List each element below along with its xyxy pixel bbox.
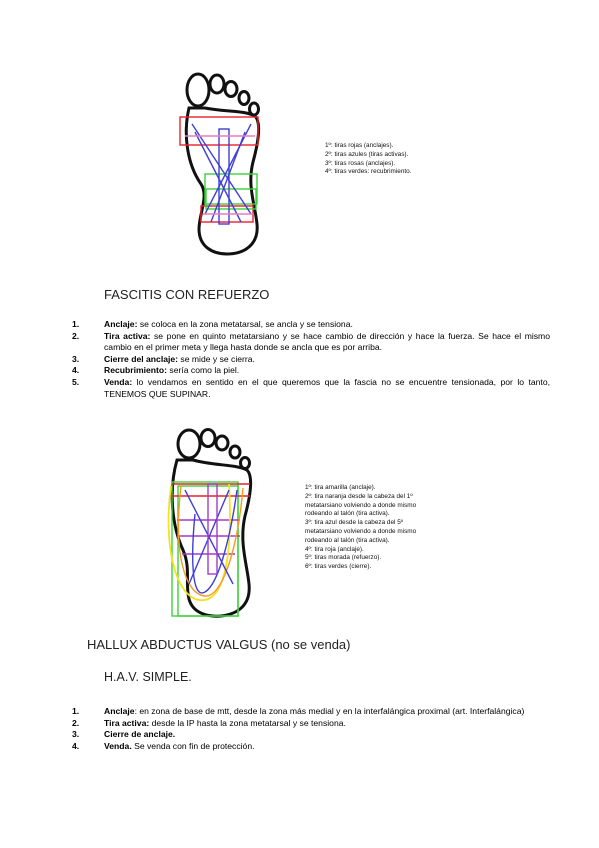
list-item: 1. Anclaje: en zona de base de mtt, desde…	[72, 706, 550, 718]
list-item: 5. Venda: lo vendamos en sentido en el qu…	[72, 376, 550, 400]
list-item: 4. Recubrimiento: sería como la piel.	[72, 365, 550, 377]
legend-line: 4º: tiras verdes: recubrimiento.	[325, 168, 412, 176]
legend-line: 2º: tira naranja desde la cabeza del 1º	[305, 492, 413, 500]
list-term: Anclaje:	[104, 319, 138, 329]
legend-line: 1º: tiras rojas (anclajes).	[325, 142, 394, 149]
hallux-title-note: (no se venda)	[267, 637, 351, 652]
legend-line: 1º: tira amarilla (anclaje).	[305, 484, 376, 491]
list-item: 3. Cierre del anclaje: se mide y se cierr…	[72, 353, 550, 366]
list-number: 3.	[72, 729, 80, 740]
list-term: Tira activa:	[104, 330, 151, 341]
figure-1-legend: 1º: tiras rojas (anclajes). 2º: tiras az…	[325, 142, 412, 177]
foot-diagram-1	[179, 72, 261, 256]
legend-line: 5º: tiras morada (refuerzo).	[305, 554, 382, 562]
list-item: 2. Tira activa: se pone en quinto metatar…	[72, 330, 550, 354]
legend-line: rodeando al talón (tira activa).	[305, 536, 390, 544]
legend-line: metatarsiano volviendo a donde mismo	[305, 527, 417, 535]
legend-line: rodeando al talón (tira activa).	[305, 510, 390, 518]
list-item: 3. Cierre de anclaje.	[72, 729, 550, 741]
list-term: Recubrimiento:	[104, 365, 168, 376]
legend-line: metatarsiano volviendo a donde mismo	[305, 501, 417, 509]
foot-taping-figure-2	[155, 424, 270, 624]
legend-line: 4º: tira roja (anclaje).	[305, 545, 364, 553]
list-number: 1.	[72, 706, 80, 716]
legend-line: 6º: tiras verdes (cierre).	[305, 563, 372, 571]
section-heading-fascitis: FASCITIS CON REFUERZO	[104, 287, 270, 302]
list-number: 1.	[72, 319, 80, 329]
foot-diagram-2	[167, 428, 253, 618]
fascitis-steps-list: 1. Anclaje: se coloca en la zona metatars…	[67, 319, 550, 400]
list-text: se pone en quinto metatarsiano y se hace…	[104, 330, 550, 353]
subsection-heading-hav-simple: H.A.V. SIMPLE.	[104, 670, 192, 684]
list-number: 4.	[72, 365, 80, 376]
foot-taping-figure-1	[165, 64, 275, 264]
list-text: se coloca en la zona metatarsal, se ancl…	[137, 319, 353, 329]
legend-line: 3º: tiras rosas (anclajes).	[325, 159, 396, 167]
list-term: Venda:	[104, 376, 133, 387]
list-number: 4.	[72, 740, 80, 751]
list-term: Venda.	[104, 740, 132, 751]
list-term: Cierre de anclaje.	[104, 729, 176, 740]
list-item: 4. Venda. Se venda con fin de protección.	[72, 740, 550, 753]
list-text: desde la IP hasta la zona metatarsal y s…	[149, 717, 346, 728]
hallux-steps-list: 1. Anclaje: en zona de base de mtt, desde…	[67, 706, 550, 752]
list-text: Se venda con fin de protección.	[131, 740, 255, 751]
list-text: lo vendamos en sentido en el que queremo…	[104, 376, 550, 399]
figure-2-legend: 1º: tira amarilla (anclaje). 2º: tira na…	[305, 484, 416, 572]
list-item: 1. Anclaje: se coloca en la zona metatars…	[72, 319, 550, 331]
list-text: : en zona de base de mtt, desde la zona …	[134, 706, 525, 716]
list-text: sería como la piel.	[167, 365, 240, 376]
list-number: 2.	[72, 717, 80, 728]
list-text: se mide y se cierra.	[178, 353, 255, 364]
list-term: Cierre del anclaje:	[104, 353, 179, 364]
list-term: Tira activa:	[104, 717, 150, 728]
legend-line: 3º: tira azul desde la cabeza del 5º	[305, 519, 404, 527]
list-term: Anclaje	[104, 706, 135, 716]
list-number: 3.	[72, 353, 80, 364]
section-heading-hallux: HALLUX ABDUCTUS VALGUS (no se venda)	[87, 637, 350, 652]
list-item: 2. Tira activa: desde la IP hasta la zona…	[72, 717, 550, 730]
list-number: 2.	[72, 330, 80, 341]
legend-line: 2º: tiras azules (tiras activas).	[325, 150, 409, 158]
hallux-title: HALLUX ABDUCTUS VALGUS	[87, 637, 268, 652]
list-number: 5.	[72, 376, 80, 387]
